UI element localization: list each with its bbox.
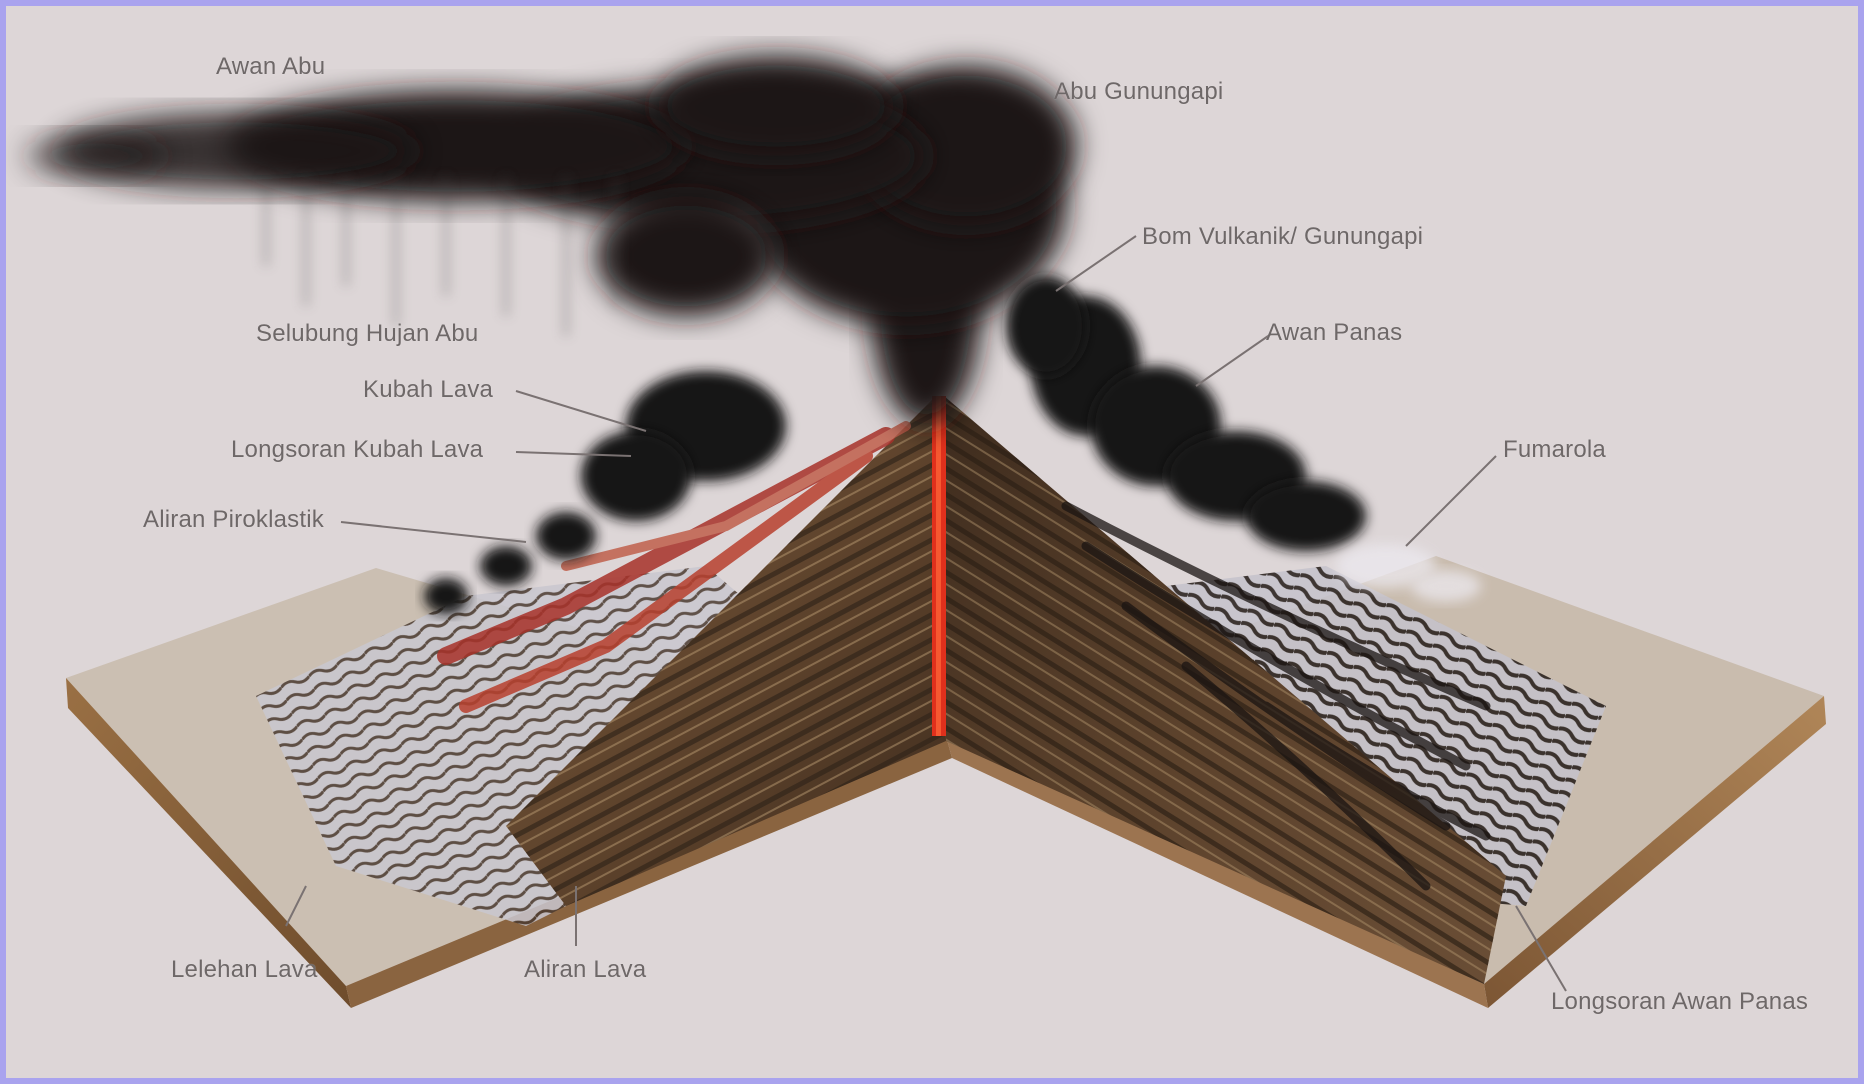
label-volcanic-ash: Abu Gunungapi bbox=[1054, 78, 1223, 106]
label-lava-dome-collapse: Longsoran Kubah Lava bbox=[231, 436, 483, 464]
label-ash-cloud: Awan Abu bbox=[216, 53, 325, 81]
magma-conduit bbox=[932, 396, 946, 736]
label-hot-cloud: Awan Panas bbox=[1266, 319, 1402, 347]
label-ash-rain-curtain: Selubung Hujan Abu bbox=[256, 320, 478, 348]
label-lava-flow: Aliran Lava bbox=[524, 956, 646, 984]
label-fumarole: Fumarola bbox=[1503, 436, 1606, 464]
label-hot-cloud-avalanche: Longsoran Awan Panas bbox=[1551, 988, 1808, 1016]
volcano-illustration bbox=[6, 6, 1858, 1078]
volcano-diagram: Awan Abu Abu Gunungapi Bom Vulkanik/ Gun… bbox=[6, 6, 1858, 1078]
label-lava-sheet: Lelehan Lava bbox=[171, 956, 318, 984]
label-lava-dome: Kubah Lava bbox=[363, 376, 493, 404]
label-pyroclastic-flow: Aliran Piroklastik bbox=[143, 506, 324, 534]
label-volcanic-bomb: Bom Vulkanik/ Gunungapi bbox=[1142, 223, 1423, 251]
